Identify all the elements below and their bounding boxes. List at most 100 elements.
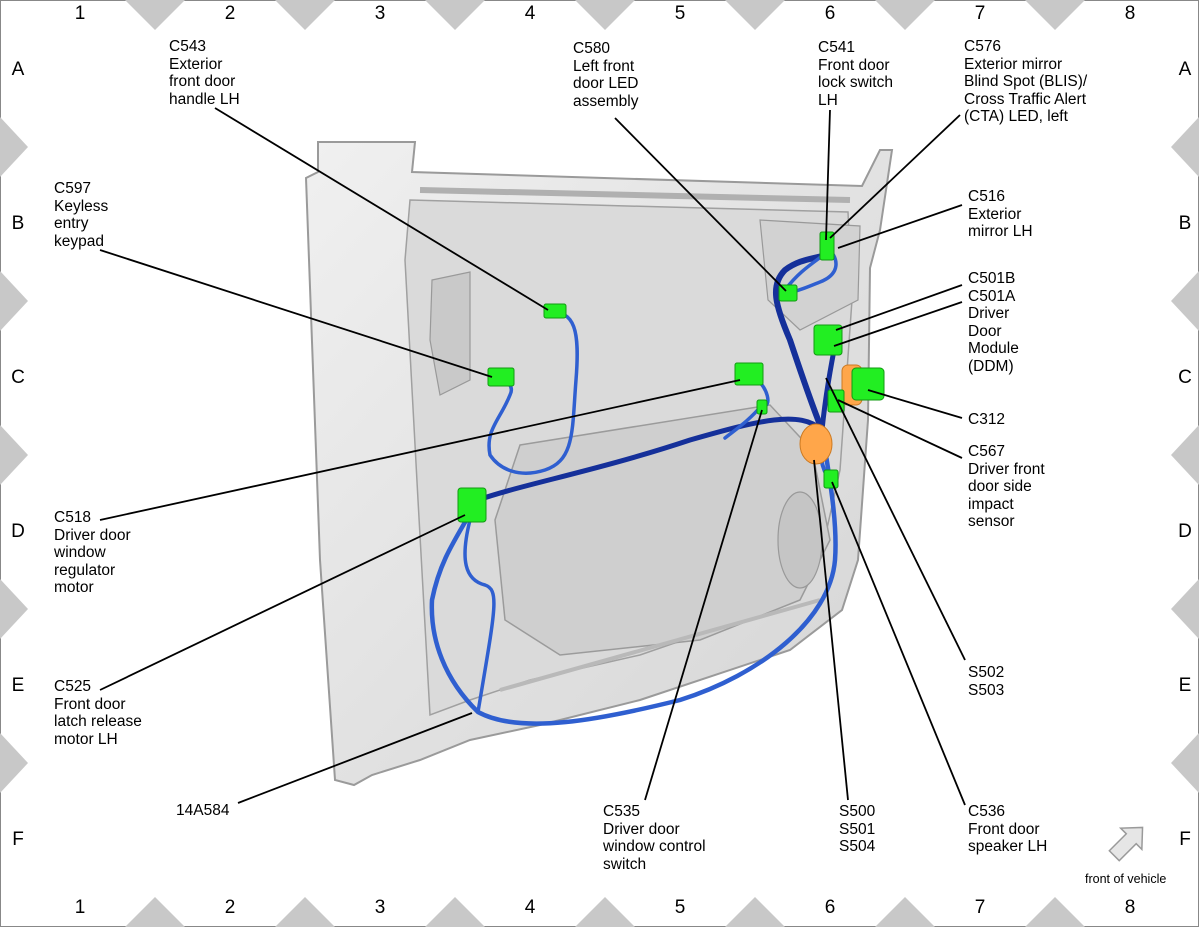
border-triangle-left-1 bbox=[0, 271, 28, 331]
leader-c312 bbox=[867, 389, 963, 419]
harness-handle-branch bbox=[487, 310, 579, 475]
callout-c597: C597 Keyless entry keypad bbox=[54, 180, 109, 250]
connector-c536 bbox=[823, 469, 839, 489]
border-triangle-bottom-4 bbox=[725, 897, 785, 927]
leader-c501b bbox=[835, 284, 963, 331]
grid-row-E-left: E bbox=[11, 675, 25, 696]
leader-14a584 bbox=[237, 712, 473, 804]
upper-rail bbox=[419, 187, 851, 203]
border-triangle-top-2 bbox=[425, 0, 485, 30]
border-triangle-left-0 bbox=[0, 117, 28, 177]
connector-c501 bbox=[813, 324, 843, 356]
border-triangle-bottom-2 bbox=[425, 897, 485, 927]
border-triangle-left-3 bbox=[0, 579, 28, 639]
splice-housing-orange bbox=[799, 423, 833, 465]
grid-row-A-left: A bbox=[11, 59, 25, 80]
grid-column-4-top: 4 bbox=[524, 3, 536, 24]
grid-column-1-top: 1 bbox=[74, 3, 86, 24]
border-triangle-top-6 bbox=[1025, 0, 1085, 30]
border-triangle-bottom-1 bbox=[275, 897, 335, 927]
lower-rail bbox=[499, 598, 821, 692]
speaker-opening bbox=[777, 491, 823, 589]
connector-c312 bbox=[851, 367, 885, 401]
callout-s500: S500 S501 S504 bbox=[839, 803, 876, 855]
leader-c536 bbox=[831, 481, 966, 806]
connector-c535 bbox=[756, 399, 768, 415]
leader-c501a bbox=[833, 301, 963, 347]
grid-column-8-top: 8 bbox=[1124, 3, 1136, 24]
grid-column-7-top: 7 bbox=[974, 3, 986, 24]
leader-c525 bbox=[99, 514, 466, 691]
border-triangle-top-3 bbox=[575, 0, 635, 30]
front-of-vehicle-label: front of vehicle bbox=[1085, 872, 1167, 886]
border-triangle-right-2 bbox=[1171, 425, 1199, 485]
harness-mirror-loop bbox=[783, 248, 838, 294]
callout-c516: C516 Exterior mirror LH bbox=[968, 188, 1033, 240]
grid-row-E-right: E bbox=[1178, 675, 1192, 696]
callout-14a584: 14A584 bbox=[176, 802, 230, 819]
border-triangle-bottom-0 bbox=[125, 897, 185, 927]
grid-column-8-bottom: 8 bbox=[1124, 897, 1136, 918]
callout-c543: C543 Exterior front door handle LH bbox=[169, 38, 240, 108]
grid-row-B-right: B bbox=[1178, 213, 1192, 234]
border-triangle-right-3 bbox=[1171, 579, 1199, 639]
leader-c541 bbox=[825, 109, 831, 241]
grid-column-3-bottom: 3 bbox=[374, 897, 386, 918]
grid-column-5-bottom: 5 bbox=[674, 897, 686, 918]
grid-row-C-right: C bbox=[1178, 367, 1192, 388]
harness-trunk bbox=[772, 247, 833, 433]
grid-row-D-left: D bbox=[11, 521, 25, 542]
grid-row-F-left: F bbox=[12, 829, 24, 850]
grid-column-6-bottom: 6 bbox=[824, 897, 836, 918]
border-triangle-bottom-3 bbox=[575, 897, 635, 927]
leader-c597 bbox=[99, 249, 493, 378]
grid-row-F-right: F bbox=[1179, 829, 1191, 850]
grid-column-2-top: 2 bbox=[224, 3, 236, 24]
grid-column-3-top: 3 bbox=[374, 3, 386, 24]
callout-c535: C535 Driver door window control switch bbox=[603, 803, 706, 873]
border-triangle-bottom-5 bbox=[875, 897, 935, 927]
grid-row-A-right: A bbox=[1178, 59, 1192, 80]
grid-column-5-top: 5 bbox=[674, 3, 686, 24]
wire-harness-14A584 bbox=[429, 247, 839, 726]
callout-c501: C501B C501A Driver Door Module (DDM) bbox=[968, 270, 1019, 375]
leader-c516 bbox=[837, 204, 963, 249]
border-triangle-top-1 bbox=[275, 0, 335, 30]
grid-column-1-bottom: 1 bbox=[74, 897, 86, 918]
callout-c567: C567 Driver front door side impact senso… bbox=[968, 443, 1045, 530]
arrow-up-right-icon bbox=[1108, 826, 1144, 862]
connector-c597 bbox=[487, 367, 515, 387]
callout-c576: C576 Exterior mirror Blind Spot (BLIS)/ … bbox=[964, 38, 1088, 125]
harness-main-loop bbox=[429, 427, 838, 726]
border-triangle-top-0 bbox=[125, 0, 185, 30]
grid-row-C-left: C bbox=[11, 367, 25, 388]
leader-s502 bbox=[825, 377, 966, 661]
door-panel bbox=[304, 141, 894, 787]
border-triangle-top-5 bbox=[875, 0, 935, 30]
border-triangle-bottom-6 bbox=[1025, 897, 1085, 927]
door-handle-pocket bbox=[429, 271, 471, 396]
grid-column-7-bottom: 7 bbox=[974, 897, 986, 918]
grid-column-4-bottom: 4 bbox=[524, 897, 536, 918]
border-triangle-top-4 bbox=[725, 0, 785, 30]
grid-column-2-bottom: 2 bbox=[224, 897, 236, 918]
leader-s500 bbox=[813, 459, 849, 801]
grid-row-B-left: B bbox=[11, 213, 25, 234]
grid-column-6-top: 6 bbox=[824, 3, 836, 24]
border-triangle-right-4 bbox=[1171, 733, 1199, 793]
leader-c543 bbox=[214, 107, 549, 311]
connector-c518 bbox=[457, 487, 487, 523]
callout-c536: C536 Front door speaker LH bbox=[968, 803, 1048, 855]
leader-c576 bbox=[829, 114, 961, 239]
border-triangle-right-0 bbox=[1171, 117, 1199, 177]
border-triangle-left-2 bbox=[0, 425, 28, 485]
leader-lines bbox=[99, 107, 966, 806]
grid-row-D-right: D bbox=[1178, 521, 1192, 542]
border-triangle-left-4 bbox=[0, 733, 28, 793]
leader-c567 bbox=[837, 399, 963, 459]
connector-c543 bbox=[543, 303, 567, 319]
harness-upper-branch bbox=[475, 416, 825, 503]
